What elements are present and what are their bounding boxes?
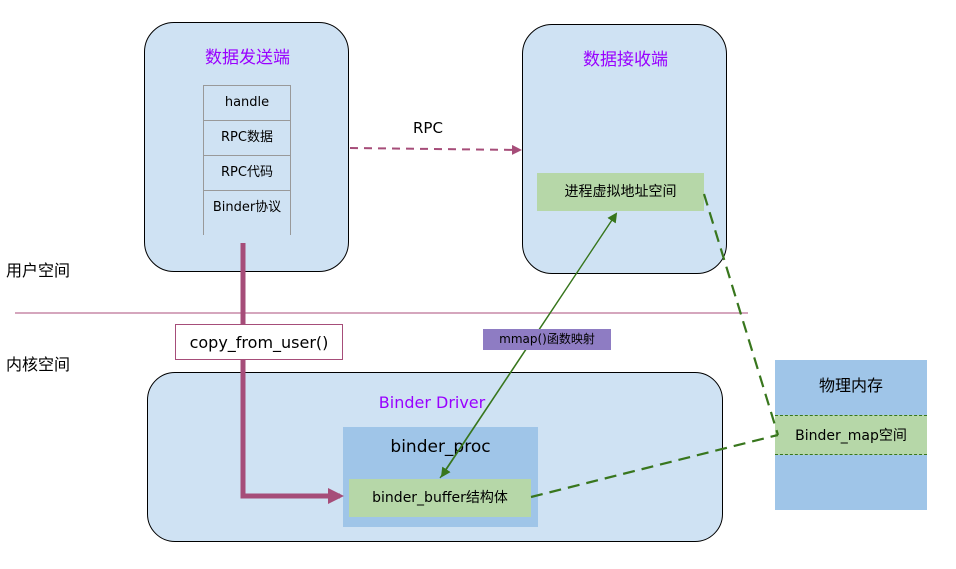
receiver-box: 数据接收端 进程虚拟地址空间: [522, 24, 727, 274]
kernel-space-label: 内核空间: [6, 355, 71, 374]
copy-from-user-label: copy_from_user(): [175, 324, 343, 360]
buffer-to-physical-link: [530, 433, 779, 499]
stack-row-rpc-code: RPC代码: [204, 156, 290, 191]
user-space-label: 用户空间: [6, 261, 71, 280]
stack-row-rpc-data: RPC数据: [204, 121, 290, 156]
sender-stack: handle RPC数据 RPC代码 Binder协议: [203, 85, 291, 235]
virtual-address-space: 进程虚拟地址空间: [537, 173, 704, 211]
physical-memory-title: 物理内存: [818, 376, 883, 395]
binder-buffer-box: binder_buffer结构体: [349, 479, 531, 517]
sender-title: 数据发送端: [205, 48, 290, 68]
binder-driver-title: Binder Driver: [378, 393, 486, 412]
binder-proc-title: binder_proc: [390, 437, 491, 457]
rpc-label: RPC: [413, 119, 443, 137]
binder-map-space: Binder_map空间: [775, 415, 927, 455]
rpc-arrow: [349, 144, 522, 155]
receiver-title: 数据接收端: [583, 50, 668, 70]
sender-box: 数据发送端 handle RPC数据 RPC代码 Binder协议: [144, 22, 349, 272]
copy-from-user-arrow: [240, 243, 344, 504]
stack-row-binder-protocol: Binder协议: [212, 200, 282, 215]
mmap-label: mmap()函数映射: [483, 329, 611, 350]
virtual-to-physical-link: [702, 193, 780, 436]
stack-row-handle: handle: [204, 86, 290, 121]
